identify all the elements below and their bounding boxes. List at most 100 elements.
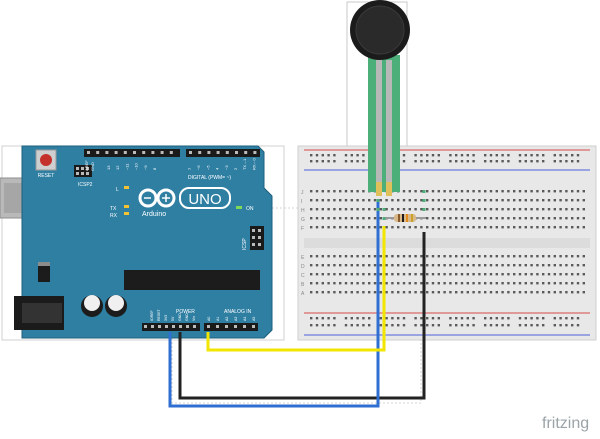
power-header <box>142 323 200 331</box>
breadboard-hole <box>321 291 324 294</box>
breadboard-hole <box>553 208 556 211</box>
breadboard-hole <box>571 282 574 285</box>
breadboard-hole <box>460 264 464 267</box>
breadboard-hole <box>420 226 423 229</box>
breadboard-hole <box>507 255 510 258</box>
breadboard-hole <box>356 282 359 285</box>
breadboard-hole <box>460 190 464 193</box>
breadboard-hole <box>553 273 556 276</box>
breadboard-hole <box>501 208 504 211</box>
breadboard-hole <box>449 291 452 294</box>
rail-hole <box>449 317 452 320</box>
breadboard-hole <box>489 291 493 294</box>
rail-hole <box>315 317 319 320</box>
digital-pin-label: 2 <box>233 167 238 170</box>
rail-hole <box>576 317 580 320</box>
rail-hole <box>420 324 423 327</box>
breadboard-hole <box>571 226 574 229</box>
breadboard-hole <box>536 199 539 202</box>
analog-pin-label: A3 <box>234 317 238 321</box>
breadboard-hole <box>582 291 585 294</box>
rail-hole <box>344 324 348 327</box>
breadboard-hole <box>559 273 562 276</box>
breadboard-hole <box>559 217 562 220</box>
breadboard-hole <box>565 199 568 202</box>
header-pin <box>207 151 211 154</box>
uno-logo-text: UNO <box>188 191 221 208</box>
rail-hole <box>431 154 435 157</box>
breadboard-hole <box>321 264 324 267</box>
breadboard-hole <box>536 217 539 220</box>
rail-hole <box>489 154 493 157</box>
atmega-chip <box>124 270 260 290</box>
breadboard-hole <box>536 190 539 193</box>
breadboard-hole <box>501 255 504 258</box>
rail-hole <box>489 317 493 320</box>
breadboard-hole <box>542 273 545 276</box>
rail-hole <box>402 154 406 157</box>
breadboard-hole <box>362 282 365 285</box>
header-pin <box>151 325 154 328</box>
header-pin <box>165 325 168 328</box>
breadboard-hole <box>443 282 446 285</box>
breadboard-hole <box>321 282 324 285</box>
rail-hole <box>495 160 498 163</box>
breadboard-hole <box>553 264 556 267</box>
fritzing-watermark: fritzing <box>542 415 589 432</box>
usb-connector-inner <box>4 183 26 213</box>
breadboard-hole <box>530 291 533 294</box>
rail-hole <box>484 324 487 327</box>
breadboard-hole <box>368 291 371 294</box>
breadboard-hole <box>315 208 319 211</box>
breadboard-hole <box>408 199 411 202</box>
breadboard-hole <box>524 255 527 258</box>
breadboard-hole <box>582 264 585 267</box>
digital-header <box>84 149 260 157</box>
breadboard-hole <box>542 190 545 193</box>
breadboard-hole <box>379 273 382 276</box>
rail-hole <box>437 317 440 320</box>
row-letter: A <box>301 291 305 297</box>
breadboard-hole <box>327 255 330 258</box>
breadboard-hole <box>431 190 435 193</box>
breadboard-hole <box>362 255 365 258</box>
breadboard-hole <box>507 217 510 220</box>
breadboard-hole <box>333 255 336 258</box>
breadboard-hole <box>397 199 400 202</box>
breadboard-hole <box>344 255 348 258</box>
rail-hole <box>356 160 359 163</box>
breadboard-hole <box>344 199 348 202</box>
breadboard-hole <box>344 208 348 211</box>
breadboard-hole <box>495 199 498 202</box>
black-wire[interactable] <box>178 232 426 400</box>
rail-hole <box>484 160 487 163</box>
row-letter: H <box>301 208 305 214</box>
breadboard-hole <box>460 255 464 258</box>
breadboard-hole <box>518 255 522 258</box>
breadboard-hole <box>495 291 498 294</box>
rail-hole <box>472 324 475 327</box>
digital-pin-label: ~5 <box>205 165 210 170</box>
yellow-wire[interactable] <box>206 226 386 352</box>
breadboard-hole <box>472 226 475 229</box>
breadboard-hole <box>565 291 568 294</box>
breadboard-hole <box>310 255 313 258</box>
breadboard-hole <box>576 217 580 220</box>
breadboard-hole <box>350 199 353 202</box>
rail-hole <box>455 324 458 327</box>
breadboard-hole <box>339 264 342 267</box>
breadboard-hole <box>559 264 562 267</box>
digital-pin-holes <box>87 151 257 154</box>
breadboard-hole <box>339 255 342 258</box>
breadboard-hole <box>536 255 539 258</box>
breadboard-hole <box>397 282 400 285</box>
blue-wire[interactable] <box>168 202 380 408</box>
jumper-wires <box>168 202 426 408</box>
breadboard-hole <box>385 255 388 258</box>
breadboard-hole <box>530 190 533 193</box>
rail-hole <box>576 324 580 327</box>
breadboard-hole <box>489 208 493 211</box>
breadboard-hole <box>542 199 545 202</box>
breadboard-hole <box>576 282 580 285</box>
breadboard-hole <box>443 208 446 211</box>
